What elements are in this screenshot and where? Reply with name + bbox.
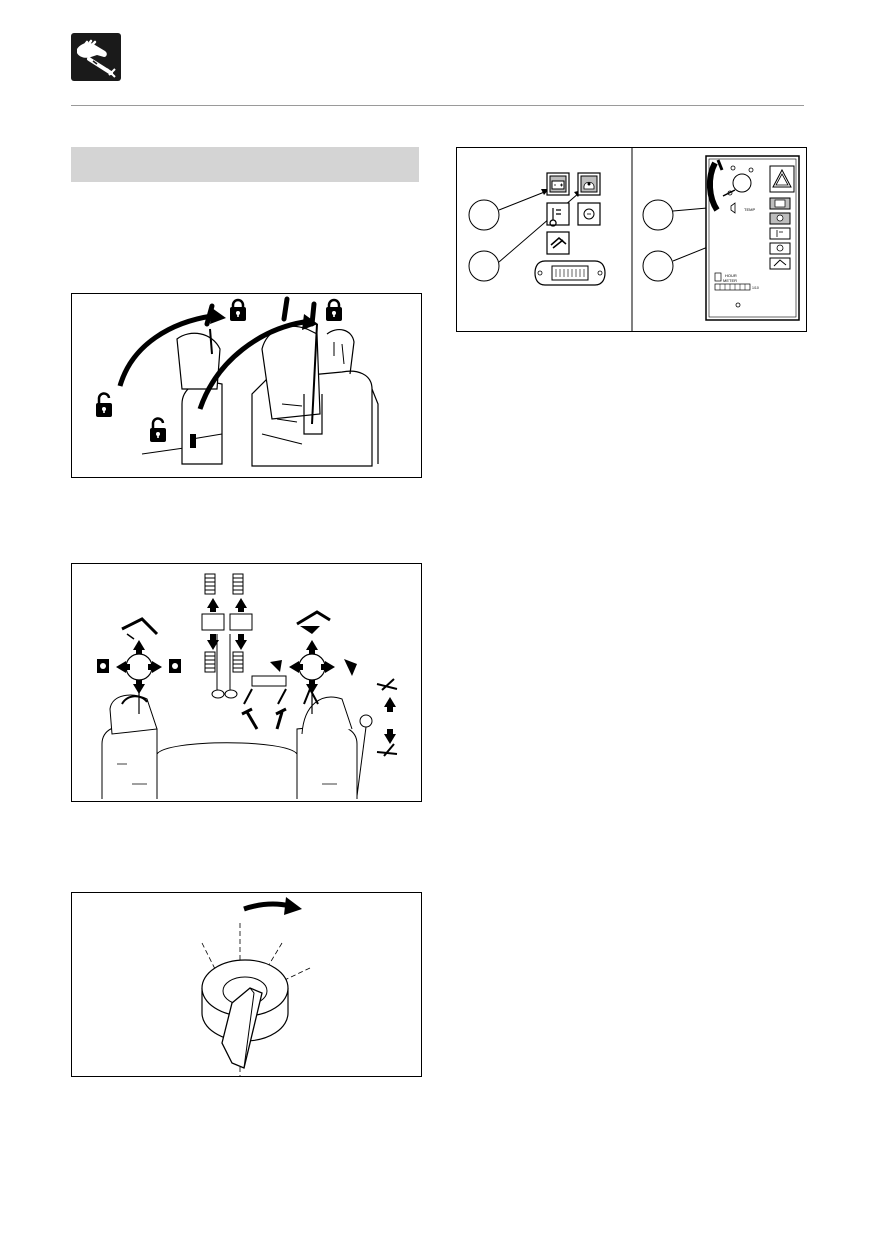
bucket-icon	[270, 660, 282, 672]
hand-with-tool-icon	[71, 33, 121, 81]
filter-icon	[550, 237, 567, 249]
lock-open-icon	[150, 417, 166, 442]
warning-lamps-illustration: TEMP HOUR METER 1/10	[468, 148, 800, 331]
control-pattern-illustration	[97, 573, 398, 799]
lock-closed-icon	[326, 298, 342, 321]
svg-text:1/10: 1/10	[752, 286, 759, 290]
figure-warning-lamps: TEMP HOUR METER 1/10	[456, 147, 807, 332]
callout-right-1	[642, 199, 674, 231]
header-rule	[71, 105, 804, 106]
rotate-arrow-icon	[243, 901, 291, 912]
safety-lock-illustration	[96, 296, 379, 467]
lock-open-icon	[96, 392, 112, 417]
figure-safety-lock	[71, 293, 422, 478]
figure-control-pattern	[71, 563, 422, 802]
figure-key-switch	[71, 892, 422, 1077]
key-switch-illustration	[201, 897, 311, 1076]
key-icon	[221, 987, 263, 1069]
track-icon	[204, 573, 244, 673]
blade-icon	[241, 707, 259, 730]
callout-right-2	[642, 250, 674, 282]
boom-icon	[296, 610, 331, 634]
coolant-temp-icon	[549, 208, 561, 227]
bucket-icon	[344, 659, 357, 676]
blade-icon	[275, 707, 287, 730]
svg-text:TEMP: TEMP	[744, 207, 755, 212]
oil-pressure-icon	[583, 181, 595, 190]
section-heading-bar	[71, 147, 419, 182]
lock-closed-icon	[230, 298, 246, 321]
svg-text:HOUR: HOUR	[725, 273, 737, 278]
boom-icon	[121, 617, 159, 640]
callout-left-2	[468, 250, 500, 282]
battery-icon	[551, 180, 565, 190]
callout-left-1	[468, 199, 500, 231]
section-icon	[71, 33, 121, 81]
fuel-icon	[583, 208, 595, 220]
svg-text:METER: METER	[723, 278, 737, 283]
